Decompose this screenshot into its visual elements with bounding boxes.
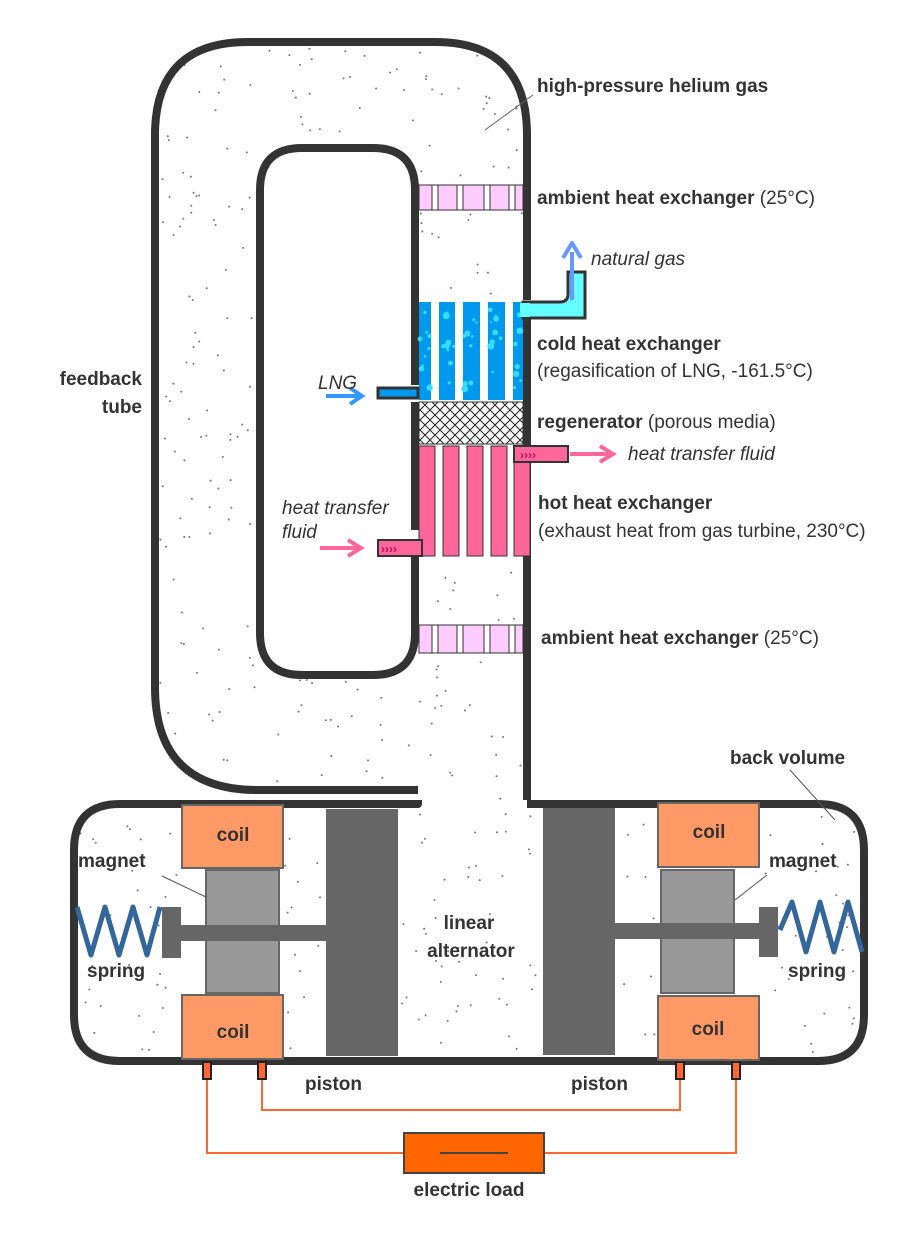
spring-left-label: spring	[87, 961, 145, 982]
magnet-left-label: magnet	[78, 851, 146, 872]
regenerator-label: regenerator (porous media)	[537, 412, 776, 433]
linear-alternator-label-2: alternator	[427, 941, 515, 962]
spring-right-icon	[777, 899, 865, 955]
regenerator-porous-media	[418, 401, 524, 445]
spring-right-label: spring	[788, 961, 846, 982]
feedback-tube-label-2: tube	[102, 397, 142, 418]
cold-hx-label: cold heat exchanger	[537, 334, 721, 355]
ambient-hx-bottom-label: ambient heat exchanger (25°C)	[541, 628, 819, 649]
coil-bottom-left-label: coil	[217, 1022, 250, 1043]
back-volume-label: back volume	[730, 748, 845, 769]
natural-gas-arrow-icon	[561, 241, 583, 300]
svg-text:››››: ››››	[381, 542, 397, 556]
linear-alternator-left	[74, 804, 398, 1060]
htf-in-label-2: fluid	[282, 522, 318, 543]
htf-in-label-1: heat transfer	[282, 498, 389, 519]
cold-heat-exchanger	[376, 270, 587, 400]
ambient-hx-top-label: ambient heat exchanger (25°C)	[537, 188, 815, 209]
coil-top-right-label: coil	[693, 822, 726, 843]
feedback-tube-label-1: feedback	[60, 369, 143, 390]
heat-transfer-fluid-out-arrow-icon	[570, 444, 617, 464]
helium-gas-particles	[79, 47, 856, 1054]
heat-transfer-fluid-in-arrow-icon	[320, 538, 365, 558]
ambient-heat-exchanger-top	[418, 184, 524, 211]
ambient-heat-exchanger-bottom	[418, 624, 524, 654]
htf-out-label: heat transfer fluid	[628, 444, 776, 465]
cold-hx-detail: (regasification of LNG, -161.5°C)	[537, 361, 813, 382]
electric-circuit	[202, 1061, 741, 1174]
hot-hx-detail: (exhaust heat from gas turbine, 230°C)	[538, 521, 866, 542]
alternator-housing-wall	[70, 800, 868, 1065]
feedback-tube-outer-wall	[151, 38, 531, 794]
spring-left-icon	[74, 904, 163, 958]
natural-gas-label: natural gas	[591, 249, 686, 270]
linear-alternator-right	[543, 802, 865, 1061]
coil-top-left-label: coil	[217, 825, 250, 846]
feedback-tube-inner-wall	[256, 144, 419, 679]
hot-hx-label: hot heat exchanger	[538, 493, 713, 514]
helium-leader-line	[484, 94, 534, 131]
piston-right-label: piston	[571, 1074, 628, 1095]
coil-bottom-right-label: coil	[692, 1019, 725, 1040]
lng-label: LNG	[318, 373, 357, 394]
linear-alternator-label-1: linear	[444, 913, 495, 934]
piston-left-label: piston	[305, 1074, 362, 1095]
helium-label: high-pressure helium gas	[537, 76, 768, 97]
lng-inlet-arrow-icon	[326, 386, 366, 406]
svg-text:››››: ››››	[520, 448, 536, 462]
magnet-right-label: magnet	[769, 851, 837, 872]
hot-heat-exchanger: ›››› ››››	[377, 445, 569, 557]
electric-load-label: electric load	[414, 1180, 525, 1201]
back-volume-leader-line	[789, 769, 836, 821]
